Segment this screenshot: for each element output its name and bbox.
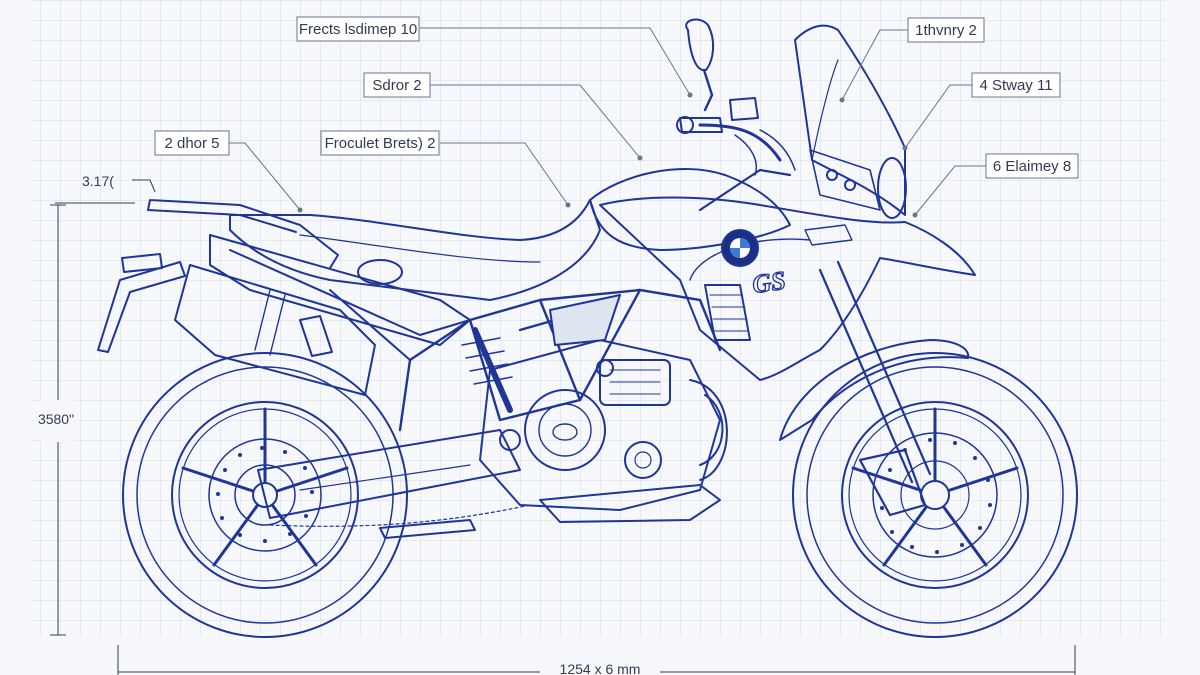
drive-chain [269, 504, 531, 527]
side-panel [549, 294, 621, 346]
dimension-lines: 3.17( 3580" 1254 x 6 mm [38, 173, 1076, 675]
callout-left: 2 dhor 5 [154, 130, 230, 156]
svg-text:4 Stway 11: 4 Stway 11 [979, 77, 1052, 94]
swingarm [257, 429, 521, 519]
svg-text:Sdror 2: Sdror 2 [372, 77, 421, 94]
exhaust-muffler [174, 264, 376, 396]
svg-text:2 dhor 5: 2 dhor 5 [164, 135, 219, 152]
dimension-left-vertical: 3580" [38, 411, 74, 427]
dimension-bottom-overall: 1254 x 6 mm [560, 661, 641, 675]
callout-mid-center: Sdror 2 [363, 72, 431, 98]
front-fairing [599, 196, 976, 381]
rear-wheel [122, 352, 408, 638]
fuel-tank [589, 168, 791, 251]
leader-lines [229, 27, 986, 216]
bmw-roundel-icon [721, 229, 759, 267]
front-fender [779, 339, 970, 441]
luggage-rack [147, 199, 339, 269]
disc-perforations [216, 438, 992, 554]
license-bracket [97, 261, 186, 353]
svg-text:Froculet Brets) 2: Froculet Brets) 2 [325, 135, 436, 152]
dimension-left-top: 3.17( [82, 173, 114, 189]
svg-text:6 Elaimey 8: 6 Elaimey 8 [993, 158, 1071, 175]
svg-text:1thvnry 2: 1thvnry 2 [915, 22, 977, 39]
footpeg [379, 519, 476, 539]
exhaust-header [689, 379, 728, 481]
handlebar [676, 97, 796, 176]
motorcycle-outline [97, 18, 1078, 638]
callout-right-lower: 6 Elaimey 8 [985, 153, 1079, 179]
callout-labels: Frects lsdimep 10 Sdror 2 2 dhor 5 Frocu… [154, 16, 1079, 218]
callout-right-mid: 4 Stway 11 [971, 72, 1061, 98]
fuel-cap [357, 259, 403, 285]
headlight [877, 157, 907, 219]
model-script: GS [750, 266, 787, 299]
side-vent [704, 284, 751, 341]
callout-top-center: Frects lsdimep 10 [296, 16, 420, 42]
callout-center-lower: Froculet Brets) 2 [320, 130, 440, 156]
front-brake-disc [872, 432, 998, 558]
tail-section [209, 234, 471, 346]
bash-plate [539, 484, 721, 523]
front-wheel [792, 352, 1078, 638]
mirror [685, 18, 714, 112]
rear-brake-disc [208, 438, 322, 552]
callout-top-right: 1thvnry 2 [907, 17, 985, 43]
svg-text:Frects lsdimep 10: Frects lsdimep 10 [299, 21, 417, 38]
